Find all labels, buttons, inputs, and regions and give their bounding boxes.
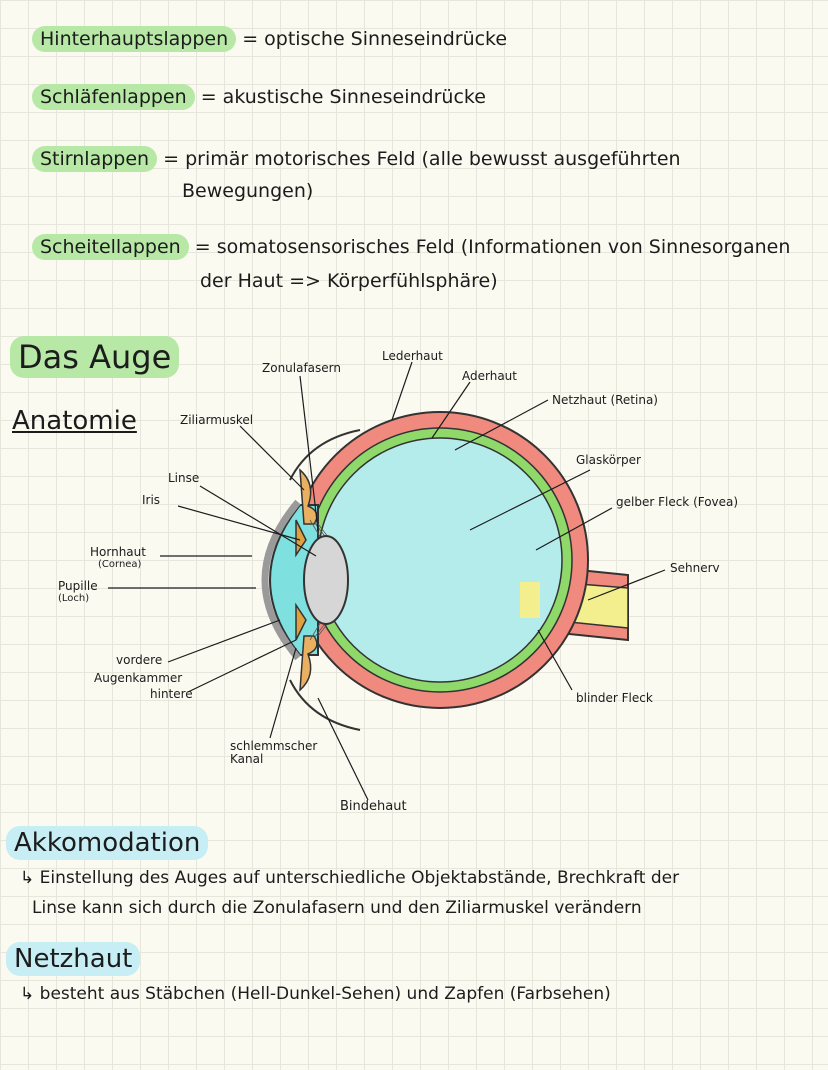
vitreous-body [317,437,563,683]
blind-spot [520,582,540,618]
label-schlemmscher-kanal: schlemmscher Kanal [230,739,318,767]
conjunctiva-top [289,429,361,481]
label-bindehaut: Bindehaut [340,799,407,814]
akkomodation-line2: Linse kann sich durch die Zonulafasern u… [32,898,642,918]
label-glaskoerper: Glaskörper [576,453,641,467]
label-netzhaut: Netzhaut (Retina) [552,393,658,407]
lens [303,535,349,625]
lobe-desc: = somatosensorisches Feld (Informationen… [194,236,791,258]
label-gelber-fleck: gelber Fleck (Fovea) [616,495,739,509]
akkomodation-title: Akkomodation [6,826,209,860]
ciliary-muscle-bottom [299,635,318,692]
label-vordere: vordere [116,653,163,667]
label-linse: Linse [168,471,200,485]
netzhaut-line1: ↳ besteht aus Stäbchen (Hell-Dunkel-Sehe… [20,984,611,1004]
label-sehnerv: Sehnerv [670,561,720,575]
conjunctiva-bottom [289,679,361,731]
iris-bottom [295,602,307,641]
label-augenkammer: Augenkammer [94,671,183,685]
lobe-term: Stirnlappen [32,146,158,172]
lobe-desc: = akustische Sinneseindrücke [200,86,486,108]
lobe-term: Hinterhauptslappen [32,26,237,52]
label-aderhaut: Aderhaut [462,369,517,383]
label-blinder-fleck: blinder Fleck [576,691,653,705]
netzhaut-title: Netzhaut [6,942,141,976]
eye-diagram [108,361,666,801]
label-zonulafasern: Zonulafasern [262,361,342,375]
lobe-term: Scheitellappen [32,234,189,260]
eye-title: Das Auge [10,336,180,378]
lobe-frontal-cont: Bewegungen) [182,180,314,202]
leader-lines [108,361,666,801]
label-iris: Iris [142,493,161,507]
anatomy-subtitle: Anatomie [12,406,137,436]
akkomodation-line1: ↳ Einstellung des Auges auf unterschiedl… [20,868,680,888]
lobe-desc: = optische Sinneseindrücke [242,28,508,50]
lobe-parietal: Scheitellappen = somatosensorisches Feld… [32,234,791,260]
lobe-frontal: Stirnlappen = primär motorisches Feld (a… [32,146,681,172]
label-pupille: Pupille (Loch) [58,579,98,605]
lobe-term: Schläfenlappen [32,84,195,110]
lobe-desc: = primär motorisches Feld (alle bewusst … [163,148,681,170]
label-ziliarmuskel: Ziliarmuskel [180,413,254,427]
lobe-parietal-cont: der Haut => Körperfühlsphäre) [200,270,498,292]
label-lederhaut: Lederhaut [382,349,443,363]
lobe-occipital: Hinterhauptslappen = optische Sinneseind… [32,26,508,52]
label-hornhaut: Hornhaut (Cornea) [90,545,146,571]
ciliary-muscle-top [299,468,318,525]
label-hintere: hintere [150,687,193,701]
cornea [261,499,301,661]
lobe-temporal: Schläfenlappen = akustische Sinneseindrü… [32,84,486,110]
